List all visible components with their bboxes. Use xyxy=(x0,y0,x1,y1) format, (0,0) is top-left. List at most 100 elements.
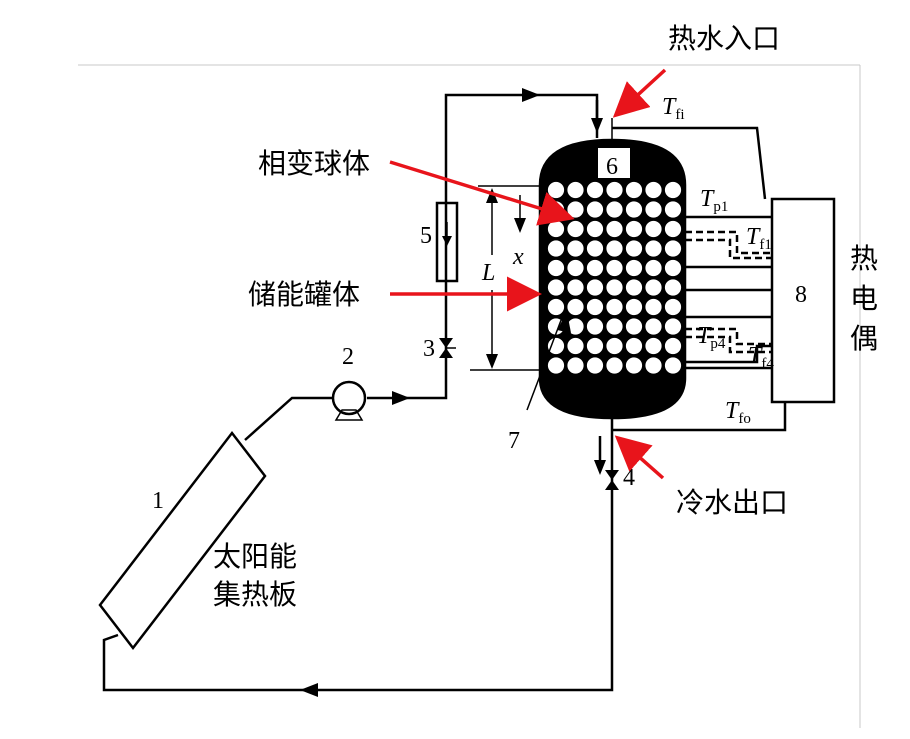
pcm-sphere xyxy=(643,258,664,278)
pump: 2 xyxy=(331,344,367,421)
pcm-sphere xyxy=(663,219,683,239)
valve-3: 3 xyxy=(423,336,456,362)
symbol-L: L xyxy=(481,260,495,286)
pcm-sphere xyxy=(643,180,664,200)
pcm-sphere xyxy=(585,199,605,220)
valve-4: 4 xyxy=(605,465,635,491)
symbol-T-f4: Tf4 xyxy=(748,343,774,372)
label-solar-collector-1: 太阳能 xyxy=(213,540,297,573)
arrow-cold-outlet xyxy=(614,435,665,480)
flow-arrow-inlet xyxy=(591,118,603,133)
flow-arrow-pump-out xyxy=(392,391,410,405)
pcm-sphere xyxy=(624,238,644,259)
pcm-sphere xyxy=(624,199,644,220)
pcm-sphere xyxy=(604,316,625,337)
label-number-1: 1 xyxy=(152,488,164,514)
dimension-markers: L x xyxy=(470,185,540,371)
pcm-sphere xyxy=(604,180,625,200)
pcm-sphere xyxy=(546,180,566,200)
pcm-sphere xyxy=(604,199,625,220)
pcm-sphere xyxy=(624,336,644,356)
pcm-sphere xyxy=(565,180,586,200)
symbol-x: x xyxy=(512,244,524,270)
pcm-sphere xyxy=(546,219,566,239)
label-thermocouple-3: 偶 xyxy=(850,322,878,355)
symbol-T-p1: Tp1 xyxy=(700,186,728,215)
label-hot-water-inlet: 热水入口 xyxy=(668,22,780,55)
pcm-sphere xyxy=(546,355,566,376)
pcm-sphere xyxy=(565,297,586,317)
thermocouple-system: 8 Tfi Tp1 Tf1 Tp4 Tf4 Tfo 热 电 偶 xyxy=(612,94,878,432)
flow-arrow-outlet xyxy=(594,460,606,475)
flow-arrow-bottom xyxy=(300,683,318,697)
pcm-sphere xyxy=(624,180,644,200)
pcm-sphere-grid xyxy=(540,140,685,418)
pcm-sphere xyxy=(604,297,625,317)
pcm-sphere xyxy=(565,199,586,220)
label-solar-collector-2: 集热板 xyxy=(213,578,297,611)
label-number-3: 3 xyxy=(423,336,435,362)
label-number-7: 7 xyxy=(508,428,520,454)
pcm-sphere xyxy=(643,336,664,356)
flow-arrows xyxy=(300,88,606,697)
pipe-loop xyxy=(102,93,614,692)
label-thermocouple-1: 热 xyxy=(850,242,878,275)
label-tank: 储能罐体 xyxy=(248,278,360,311)
pcm-sphere xyxy=(546,336,566,356)
pcm-sphere xyxy=(585,219,605,239)
pcm-sphere xyxy=(643,297,664,317)
pcm-sphere xyxy=(663,316,683,337)
pcm-sphere xyxy=(663,336,683,356)
pcm-sphere xyxy=(585,297,605,317)
pcm-sphere xyxy=(643,219,664,239)
pcm-sphere xyxy=(604,219,625,239)
label-thermocouple-2: 电 xyxy=(850,282,878,315)
symbol-T-fi: Tfi xyxy=(662,94,685,123)
pcm-sphere xyxy=(663,277,683,298)
pcm-sphere xyxy=(624,297,644,317)
frame xyxy=(78,64,861,728)
pcm-sphere xyxy=(546,277,566,298)
label-number-4: 4 xyxy=(623,465,635,491)
pcm-sphere xyxy=(643,355,664,376)
pcm-sphere xyxy=(604,355,625,376)
arrow-pcm-spheres xyxy=(389,160,575,226)
pcm-sphere xyxy=(663,199,683,220)
symbol-T-p4: Tp4 xyxy=(697,323,726,352)
pcm-sphere xyxy=(546,258,566,278)
pcm-sphere xyxy=(624,219,644,239)
symbol-T-fo: Tfo xyxy=(725,398,751,427)
pcm-sphere xyxy=(624,355,644,376)
pcm-sphere xyxy=(565,336,586,356)
pcm-sphere xyxy=(624,258,644,278)
pcm-sphere xyxy=(604,277,625,298)
pcm-sphere xyxy=(565,219,586,239)
label-cold-water-outlet: 冷水出口 xyxy=(676,486,788,519)
pcm-sphere xyxy=(565,355,586,376)
label-number-2: 2 xyxy=(342,344,354,370)
symbol-T-f1: Tf1 xyxy=(746,224,772,253)
label-number-5: 5 xyxy=(420,223,432,249)
storage-tank: 6 xyxy=(538,118,687,436)
pcm-sphere xyxy=(643,316,664,337)
pcm-sphere xyxy=(643,277,664,298)
pcm-sphere xyxy=(643,199,664,220)
pcm-sphere xyxy=(663,355,683,376)
pcm-sphere xyxy=(585,258,605,278)
pcm-sphere xyxy=(604,258,625,278)
pcm-sphere xyxy=(585,277,605,298)
pcm-sphere xyxy=(604,238,625,259)
pcm-sphere xyxy=(546,297,566,317)
indicator-7: 7 xyxy=(508,312,571,454)
pcm-sphere xyxy=(604,336,625,356)
pcm-sphere xyxy=(624,316,644,337)
pcm-sphere xyxy=(663,238,683,259)
pcm-sphere xyxy=(663,180,683,200)
pcm-sphere xyxy=(546,238,566,259)
label-pcm-spheres: 相变球体 xyxy=(258,147,370,180)
pcm-sphere xyxy=(585,316,605,337)
pcm-sphere xyxy=(585,238,605,259)
flow-arrow-top xyxy=(522,88,540,102)
pcm-sphere xyxy=(565,238,586,259)
